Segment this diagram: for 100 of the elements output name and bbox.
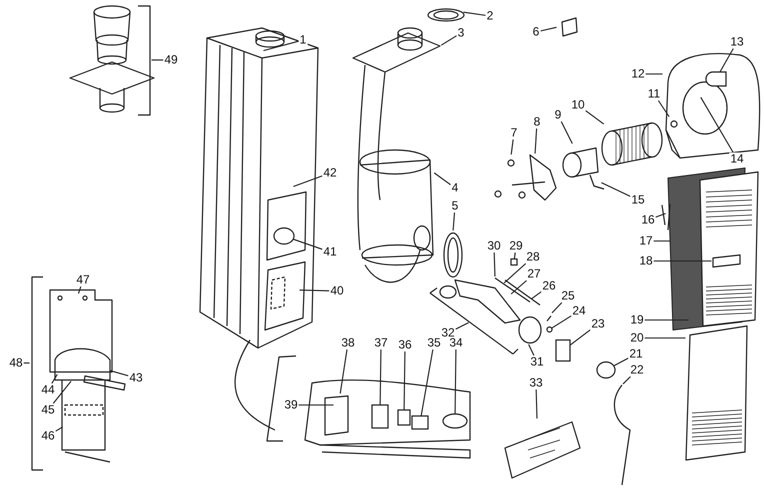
leader-line: [540, 26, 557, 32]
leader-line: [654, 240, 670, 242]
callout-number: 47: [75, 274, 91, 286]
callout-number: 1: [298, 34, 308, 46]
leader-line: [340, 349, 348, 394]
callout-number: 44: [40, 384, 56, 396]
callout-number: 21: [628, 348, 644, 360]
leader-line: [510, 139, 514, 155]
callout-number: 8: [532, 116, 542, 128]
leader-line: [656, 213, 666, 218]
leader-line: [700, 97, 734, 153]
callout-number: 9: [554, 108, 562, 122]
callout-number: 13: [729, 36, 745, 48]
callout-number: 10: [570, 98, 586, 112]
callout-number: 22: [629, 364, 645, 376]
leader-line: [152, 59, 164, 61]
leader-line: [551, 315, 572, 329]
leader-line: [552, 302, 562, 314]
callout-number: 17: [638, 234, 654, 248]
callout-number: 32: [440, 326, 456, 340]
leader-line: [570, 329, 591, 346]
callout-number: 11: [646, 88, 662, 100]
callout-number: 43: [128, 372, 144, 384]
leader-line: [528, 344, 534, 356]
leader-line: [601, 182, 631, 197]
callout-number: 45: [40, 404, 56, 416]
callout-number: 30: [486, 240, 502, 252]
leader-line: [646, 73, 662, 75]
callout-number: 19: [629, 314, 645, 326]
callout-number: 3: [456, 26, 466, 40]
callout-number: 27: [526, 268, 542, 280]
leader-line: [613, 358, 629, 366]
callout-number: 15: [630, 194, 646, 206]
callout-number: 40: [329, 284, 345, 298]
electrical-part: [596, 361, 616, 379]
callout-number: 46: [40, 430, 56, 442]
leader-line: [514, 252, 516, 260]
leader-line: [420, 349, 434, 416]
leader-line: [299, 290, 330, 292]
callout-number: 26: [541, 280, 557, 292]
leader-line: [644, 319, 688, 321]
leader-line: [55, 426, 64, 432]
callout-number: 24: [571, 304, 587, 318]
leader-line: [585, 110, 604, 125]
leader-line: [455, 322, 469, 330]
leader-line: [51, 374, 58, 384]
leader-line: [510, 280, 527, 294]
callout-number: 28: [525, 250, 541, 264]
leader-line: [720, 48, 734, 72]
leader-line: [536, 389, 538, 419]
leader-line: [298, 404, 334, 406]
callout-number: 49: [163, 54, 179, 66]
callout-number: 35: [426, 336, 442, 350]
callout-number: 29: [508, 240, 524, 252]
screw: [546, 326, 553, 333]
callout-number: 23: [590, 318, 606, 330]
callout-number: 6: [532, 26, 540, 38]
grommet: [442, 413, 468, 429]
leader-line: [380, 350, 382, 405]
leader-line: [658, 100, 670, 118]
callout-number: 25: [560, 290, 576, 302]
leader-line: [494, 252, 496, 277]
leader-line: [263, 40, 299, 52]
callout-number: 37: [373, 336, 389, 350]
view-port: [273, 227, 295, 245]
leader-line: [622, 376, 631, 384]
leader-line: [292, 238, 322, 250]
callout-number: 36: [397, 338, 413, 352]
terminal-block: [371, 404, 389, 429]
terminal-block: [411, 415, 429, 430]
leader-line: [293, 175, 322, 187]
leader-line: [534, 128, 538, 154]
leader-line: [454, 350, 456, 414]
leader-line: [530, 291, 542, 300]
leader-line: [434, 172, 451, 186]
callout-number: 4: [450, 182, 460, 194]
leader-line: [654, 260, 712, 262]
callout-number: 34: [448, 336, 464, 350]
leader-line: [78, 286, 82, 294]
leader-line: [440, 35, 457, 46]
callout-number: 42: [322, 166, 338, 180]
callout-number: 20: [629, 332, 645, 344]
callout-number: 33: [528, 376, 544, 390]
callout-number: 18: [638, 254, 654, 268]
callout-number: 39: [283, 398, 299, 412]
callout-number: 14: [729, 152, 745, 166]
leader-line: [52, 380, 72, 404]
callout-number: 31: [529, 356, 545, 368]
callout-number: 48: [8, 356, 24, 370]
terminal-block: [397, 409, 411, 426]
leader-line: [452, 212, 456, 231]
leader-line: [504, 263, 526, 284]
callout-number: 5: [450, 200, 460, 212]
callout-number: 2: [486, 10, 494, 22]
leader-line: [463, 12, 486, 16]
clip: [510, 258, 518, 266]
leader-line: [644, 337, 686, 339]
leader-line: [24, 362, 30, 364]
leader-line: [404, 352, 406, 410]
leader-line: [560, 121, 573, 144]
